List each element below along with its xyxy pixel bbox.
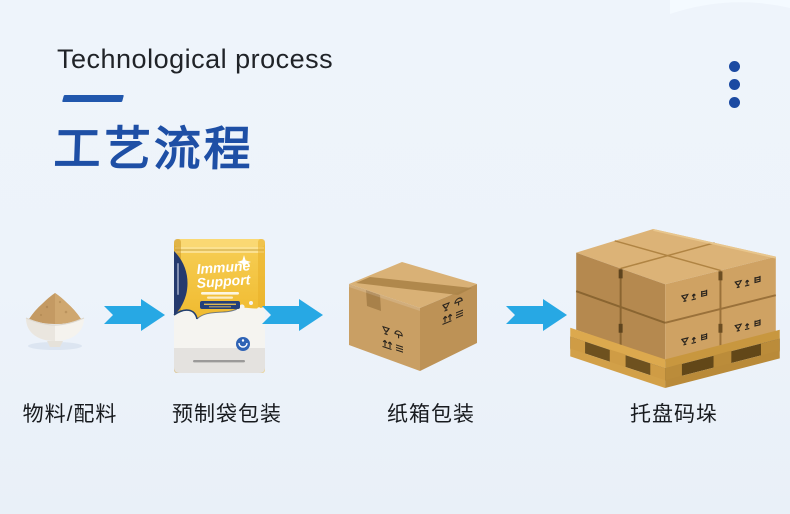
powder-bowl-icon: [14, 287, 96, 351]
flow-arrow-icon: [262, 299, 323, 331]
step-label-pallet-stacking: 托盘码垛: [630, 403, 718, 426]
stand-up-pouch-icon: Immune Support: [171, 235, 268, 377]
powder-bowl-graphic: [25, 293, 85, 350]
pallet-graphic: [570, 228, 780, 389]
step-label-materials: 物料/配料: [22, 403, 118, 426]
right-arrow-graphic: [104, 299, 165, 331]
accent-dash: [62, 95, 124, 102]
vertical-ellipsis-icon: [729, 61, 740, 115]
dot: [729, 79, 740, 90]
pouch-graphic: Immune Support: [173, 239, 265, 373]
step-label-premade-bag-packaging: 预制袋包装: [172, 403, 282, 426]
pouch-brand-line2: Support: [196, 271, 252, 291]
step-label-carton-packaging: 纸箱包装: [387, 403, 475, 426]
page-title-chinese: 工艺流程: [52, 122, 255, 175]
flow-arrow-icon: [506, 299, 567, 331]
flow-arrow-icon: [104, 299, 165, 331]
right-arrow-graphic: [506, 299, 567, 331]
carton-graphic: [349, 262, 477, 371]
dot: [729, 97, 740, 108]
carton-box-icon: [343, 261, 489, 373]
pallet-stack-icon: [568, 225, 782, 393]
dot: [729, 61, 740, 72]
page-title-english: Technological process: [57, 44, 334, 74]
top-right-wave-decoration: [670, 0, 790, 34]
pouch-brand-line1: Immune: [196, 257, 251, 277]
wave-icon: [670, 0, 790, 14]
right-arrow-graphic: [262, 299, 323, 331]
